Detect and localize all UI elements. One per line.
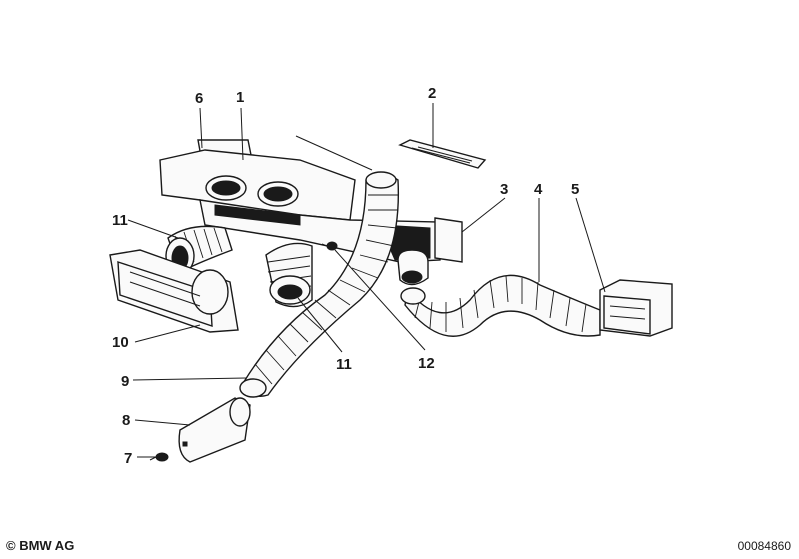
- leader-lines: [127, 103, 606, 458]
- nozzle-part-8: [178, 397, 251, 463]
- document-number: 00084860: [737, 539, 791, 553]
- hose-part-9: [239, 171, 400, 398]
- label-part-1: 1: [236, 89, 244, 106]
- label-part-6: 6: [195, 90, 203, 107]
- label-part-10: 10: [112, 334, 129, 351]
- label-part-11-left: 11: [112, 212, 128, 229]
- label-part-9: 9: [121, 373, 129, 390]
- outlet-part-5: [599, 279, 673, 337]
- label-part-4: 4: [534, 181, 543, 198]
- label-part-5: 5: [571, 181, 579, 198]
- hose-part-11-left: [165, 225, 233, 275]
- label-part-2: 2: [428, 85, 436, 102]
- hose-part-11-right: [265, 242, 313, 308]
- screw-part-12: [321, 241, 338, 251]
- label-part-3: 3: [500, 181, 508, 198]
- gasket-part-3: [434, 217, 463, 263]
- copyright-text: © BMW AG: [6, 538, 75, 553]
- label-part-8: 8: [122, 412, 130, 429]
- outlet-part-10: [109, 249, 239, 333]
- label-part-11-right: 11: [336, 356, 352, 373]
- grille-part-2: [398, 139, 487, 169]
- label-part-12: 12: [418, 355, 435, 372]
- hose-part-4: [400, 274, 601, 337]
- label-part-7: 7: [124, 450, 132, 467]
